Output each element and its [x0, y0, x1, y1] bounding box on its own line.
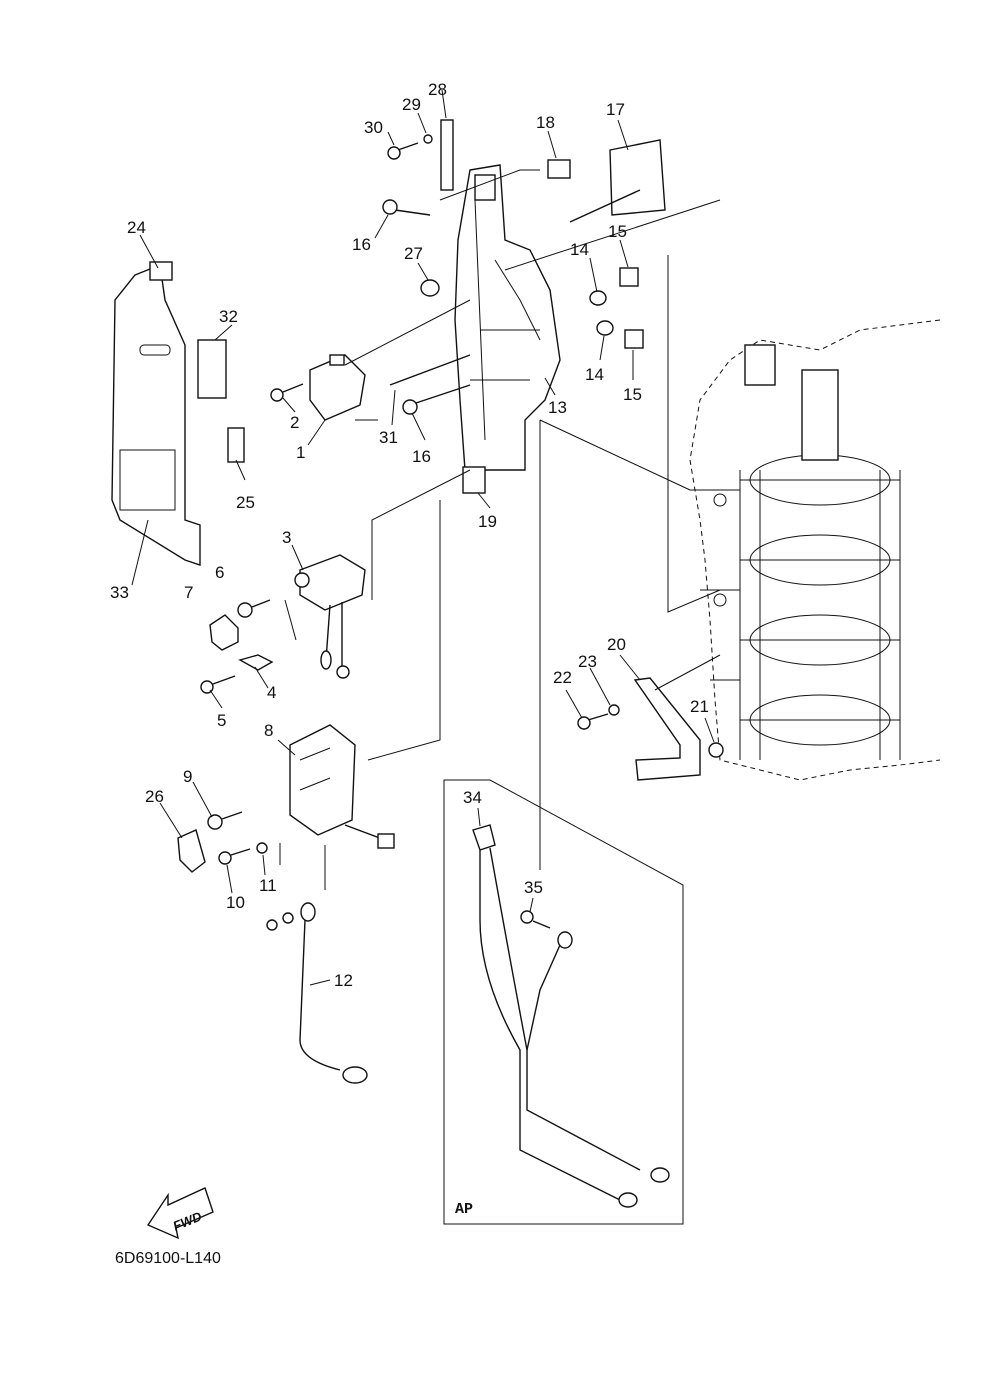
callout-24: 24 [127, 218, 146, 237]
callout-12: 12 [334, 971, 353, 990]
callout-16b: 16 [412, 447, 431, 466]
callout-28: 28 [428, 80, 447, 99]
clip-part-25 [227, 427, 245, 463]
cdi-unit-part-8 [289, 724, 395, 849]
callout-35: 35 [524, 878, 543, 897]
ground-lead-part-12 [266, 902, 368, 1084]
callout-32: 32 [219, 307, 238, 326]
module-part-1 [309, 354, 366, 421]
cap-part-26 [177, 829, 206, 873]
leader-lines [131, 89, 721, 986]
callout-18: 18 [536, 113, 555, 132]
callout-29: 29 [402, 95, 421, 114]
callout-5: 5 [217, 711, 226, 730]
screw-part-10 [218, 848, 251, 865]
fwd-arrow-icon: FWD [146, 1187, 214, 1240]
callout-6: 6 [215, 563, 224, 582]
callout-30: 30 [364, 118, 383, 137]
callout-22: 22 [553, 668, 572, 687]
callout-16a: 16 [352, 235, 371, 254]
callout-11: 11 [259, 876, 277, 895]
callout-25: 25 [236, 493, 255, 512]
screw-part-5 [200, 675, 236, 694]
callout-20: 20 [607, 635, 626, 654]
callout-15b: 15 [623, 385, 642, 404]
diagram-code: 6D69100-L140 [115, 1250, 221, 1267]
screw-part-9 [207, 811, 243, 830]
callout-4: 4 [267, 683, 276, 702]
callout-10: 10 [226, 893, 245, 912]
callout-33: 33 [110, 583, 129, 602]
callout-7: 7 [184, 583, 193, 602]
callout-34: 34 [463, 788, 482, 807]
callout-23: 23 [578, 652, 597, 671]
ap-box [443, 779, 684, 1225]
rectifier-part-3 [294, 554, 366, 679]
callout-labels: 1 2 3 4 5 6 7 8 9 10 11 12 13 14 14 15 1… [110, 80, 709, 990]
callout-14b: 14 [585, 365, 604, 384]
callout-14a: 14 [570, 240, 589, 259]
callout-27: 27 [404, 244, 423, 263]
callout-2: 2 [290, 413, 299, 432]
callout-19: 19 [478, 512, 497, 531]
small-parts-upper [382, 119, 666, 494]
electrical-cover [111, 261, 227, 566]
screw-part-2 [270, 383, 304, 402]
clamp-part-4 [238, 654, 274, 671]
callout-21: 21 [690, 697, 709, 716]
callout-3: 3 [282, 528, 291, 547]
callout-1: 1 [296, 443, 305, 462]
bolt-part-6 [237, 599, 271, 618]
electrical-bracket [454, 164, 561, 471]
callout-8: 8 [264, 721, 273, 740]
engine-block-outline [689, 319, 941, 781]
callout-15a: 15 [608, 222, 627, 241]
callout-31: 31 [379, 428, 398, 447]
ap-label: AP [455, 1201, 473, 1218]
callout-9: 9 [183, 767, 192, 786]
cap-part-7 [209, 614, 239, 651]
callout-13: 13 [548, 398, 567, 417]
callout-17: 17 [606, 100, 625, 119]
washer-part-11 [256, 842, 268, 854]
bracket-part-20 [577, 677, 724, 781]
callout-26: 26 [145, 787, 164, 806]
